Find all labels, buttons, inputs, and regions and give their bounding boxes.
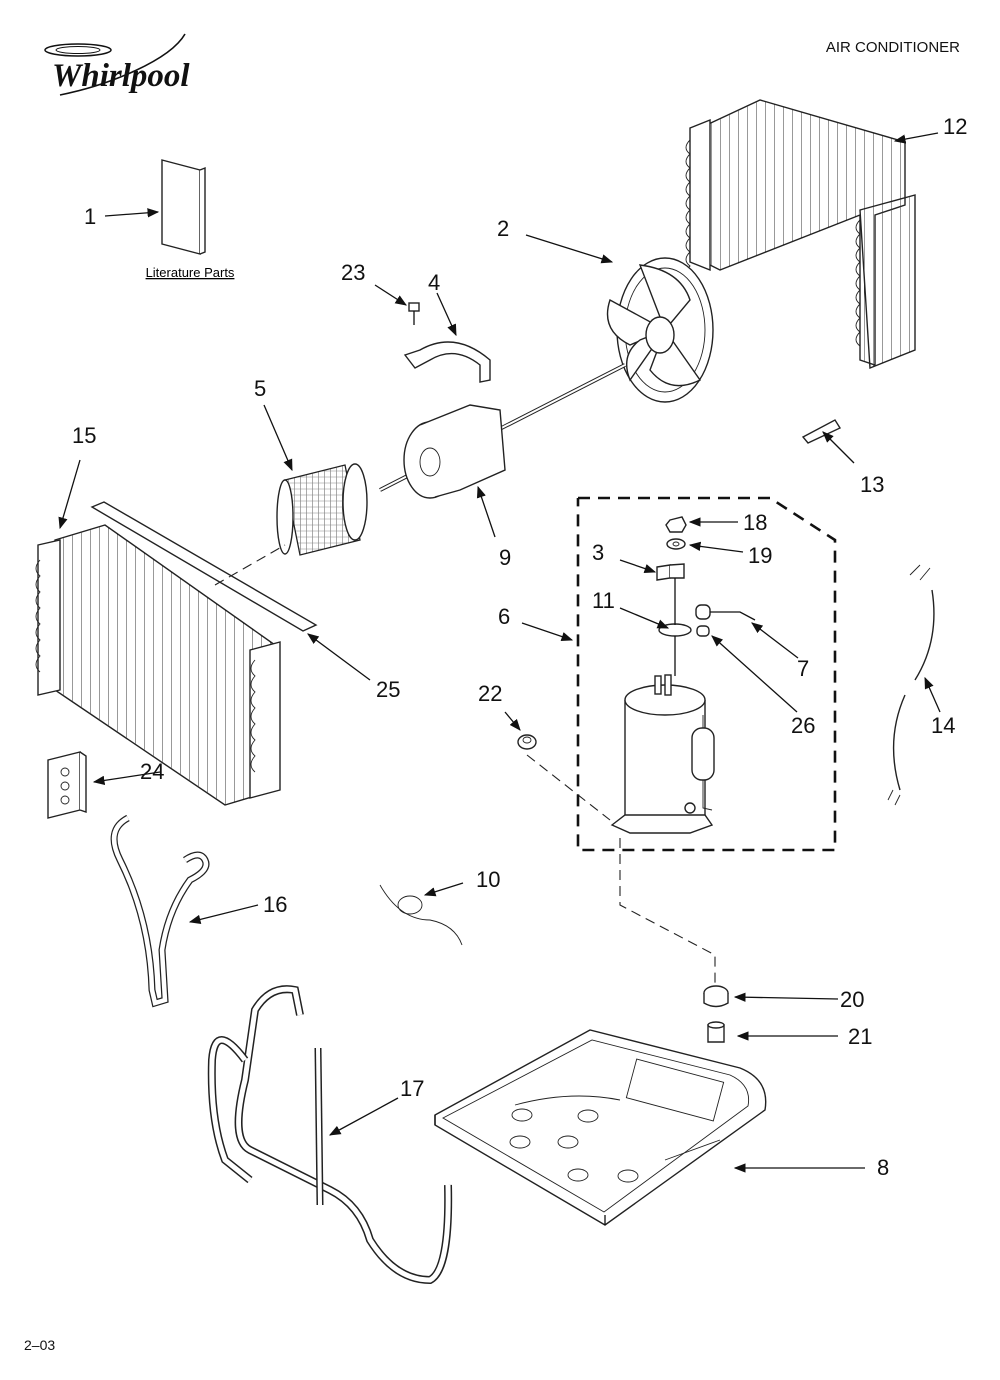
callout-18: 18: [743, 510, 767, 535]
callout-17: 17: [400, 1076, 424, 1101]
compressor-assembly-outline: [576, 496, 837, 852]
callout-14: 14: [931, 713, 955, 738]
part-evaporator-coil: [35, 524, 281, 806]
part-blower-wheel: [276, 463, 368, 556]
callout-26: 26: [791, 713, 815, 738]
callout-24: 24: [140, 759, 164, 784]
callout-8: 8: [877, 1155, 889, 1180]
part-compressor: [610, 674, 715, 834]
part-washer: [666, 538, 686, 550]
callout-22: 22: [478, 681, 502, 706]
literature-caption: Literature Parts: [146, 265, 235, 280]
part-overload: [695, 604, 756, 621]
callout-25: 25: [376, 677, 400, 702]
callout-15: 15: [72, 423, 96, 448]
part-fan-motor: [379, 363, 626, 499]
callout-11: 11: [592, 588, 615, 613]
leader-lines: [58, 132, 941, 1173]
part-mounting-screw: [408, 302, 420, 325]
alignment-line: [214, 544, 286, 586]
part-terminal-block: [47, 751, 87, 819]
part-terminal-cover: [656, 563, 685, 581]
part-grommet: [517, 734, 537, 750]
part-terminal-plate: [658, 578, 692, 676]
callout-labels: 1 2 3 4 5 6 7 8 9 10 11 12 13 14 15 16 1…: [72, 114, 967, 1180]
callout-3: 3: [592, 540, 604, 565]
callout-1: 1: [84, 204, 96, 229]
part-base-pan: [434, 1029, 767, 1226]
part-support-bar: [90, 501, 318, 632]
callout-16: 16: [263, 892, 287, 917]
callout-9: 9: [499, 545, 511, 570]
part-literature-booklet: Literature Parts: [146, 159, 235, 280]
part-wire-harness: [887, 564, 935, 806]
callout-4: 4: [428, 270, 440, 295]
callout-13: 13: [860, 472, 884, 497]
callout-7: 7: [797, 656, 809, 681]
alignment-line: [619, 838, 716, 990]
callout-2: 2: [497, 216, 509, 241]
document-title: AIR CONDITIONER: [826, 39, 960, 56]
part-motor-mount-strap: [403, 341, 491, 383]
callout-6: 6: [498, 604, 510, 629]
callout-10: 10: [476, 867, 500, 892]
part-nut: [665, 516, 687, 533]
part-condenser-coil: [685, 99, 916, 370]
footer-code: 2–03: [24, 1337, 55, 1353]
part-thermistor-probe: [801, 419, 842, 444]
part-grommet-small: [696, 625, 710, 637]
whirlpool-logo: Whirlpool: [44, 33, 190, 96]
part-suction-tube: [110, 814, 210, 1008]
callout-19: 19: [748, 543, 772, 568]
callout-5: 5: [254, 376, 266, 401]
part-condenser-fan: [606, 257, 714, 403]
callout-12: 12: [943, 114, 967, 139]
brand-logo-text: Whirlpool: [52, 58, 190, 94]
callout-23: 23: [341, 260, 365, 285]
callout-20: 20: [840, 987, 864, 1012]
part-wire-coil: [379, 884, 463, 946]
part-compressor-grommet: [703, 985, 729, 1008]
alignment-line: [526, 754, 611, 821]
callout-21: 21: [848, 1024, 872, 1049]
part-sleeve: [707, 1021, 725, 1043]
part-discharge-tube: [207, 985, 453, 1285]
